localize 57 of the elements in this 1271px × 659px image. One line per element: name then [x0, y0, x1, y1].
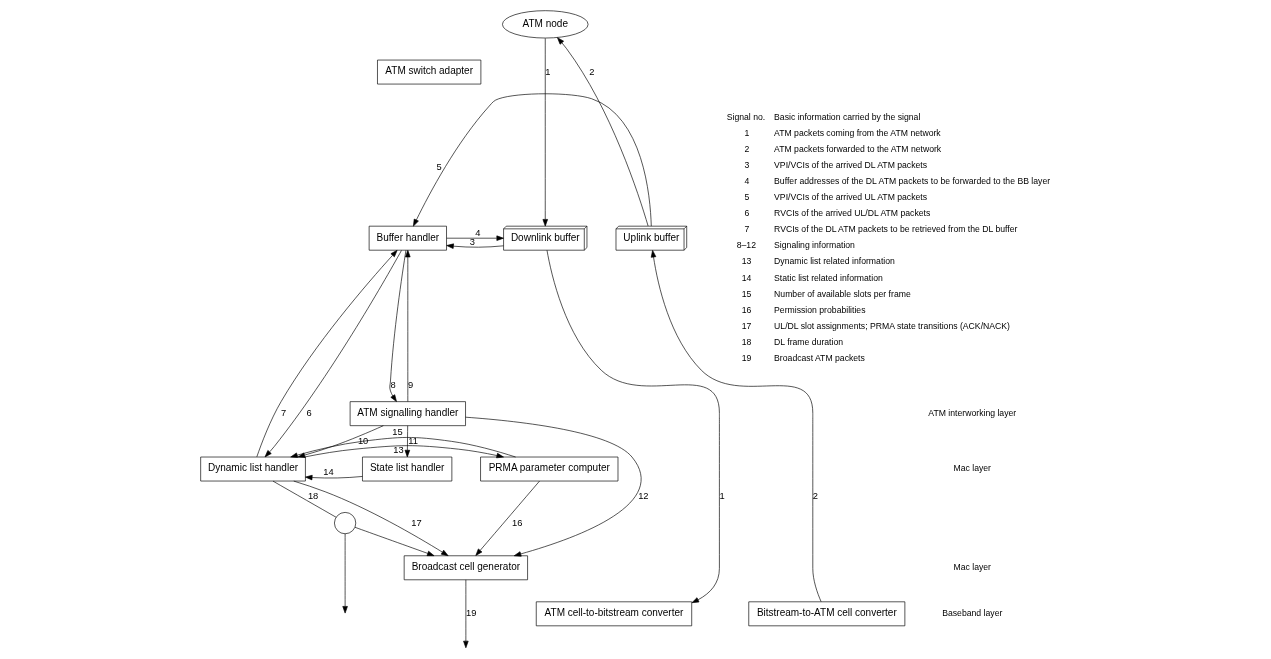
- label: 6: [743, 208, 749, 219]
- edge-label: 2: [588, 66, 595, 77]
- label: 5: [743, 192, 749, 203]
- edge-label: 16: [511, 517, 522, 528]
- edge-label: 18: [307, 491, 318, 502]
- label: 7: [743, 224, 749, 235]
- label: RVCIs of the arrived UL/DL ATM packets: [773, 208, 930, 219]
- edge-label: 10: [357, 435, 368, 446]
- label: Mac layer: [952, 463, 991, 474]
- label: UL/DL slot assignments; PRMA state transitions (ACK/NACK): [773, 320, 1010, 331]
- edge-label: 1: [718, 491, 725, 502]
- label: Basic information carried by the signal: [773, 112, 920, 123]
- label: Broadcast ATM packets: [773, 352, 865, 363]
- label: Signaling information: [773, 240, 855, 251]
- edge-label: 8: [390, 380, 396, 391]
- label: ATM packets coming from the ATM network: [773, 128, 941, 139]
- label: Baseband layer: [941, 608, 1002, 619]
- label: RVCIs of the DL ATM packets to be retrieved from the DL buffer: [773, 224, 1017, 235]
- label: 1: [743, 128, 749, 139]
- label: Number of available slots per frame: [773, 288, 911, 299]
- label: 16: [741, 304, 751, 315]
- edge-label: 5: [436, 162, 442, 173]
- label: Mac layer: [952, 562, 991, 573]
- edge-label: 9: [407, 380, 413, 391]
- edge-label: 6: [305, 408, 312, 419]
- label: Dynamic list related information: [773, 256, 895, 267]
- label: 3: [743, 160, 749, 171]
- edge-label: 13: [392, 445, 404, 456]
- label: VPI/VCIs of the arrived UL ATM packets: [773, 192, 927, 203]
- label: 13: [741, 256, 751, 267]
- label: Permission probabilities: [773, 304, 866, 315]
- label: 2: [743, 144, 749, 155]
- edge-label: 19: [465, 608, 476, 619]
- label: ATM packets forwarded to the ATM network: [773, 144, 941, 155]
- label: 8–12: [736, 240, 756, 251]
- edge-label: 3: [469, 236, 475, 247]
- edge-label: 4: [474, 227, 480, 238]
- label: 14: [741, 272, 751, 283]
- label: 17: [741, 320, 751, 331]
- edge-label: 7: [280, 408, 286, 419]
- edge-label: 14: [322, 467, 334, 478]
- label: 19: [741, 352, 751, 363]
- label: DL frame duration: [773, 336, 843, 347]
- edge-label: 2: [812, 491, 818, 502]
- edge-label: 15: [391, 426, 403, 437]
- label: 4: [743, 176, 749, 187]
- label: Signal no.: [726, 112, 765, 123]
- label: ATM interworking layer: [927, 407, 1016, 418]
- label: VPI/VCIs of the arrived DL ATM packets: [773, 160, 927, 171]
- edge-label: 11: [407, 435, 418, 446]
- edge-label: 12: [637, 491, 649, 502]
- edge-label: 1: [544, 66, 551, 77]
- label: Buffer addresses of the DL ATM packets to be forwarded to the BB layer: [773, 176, 1050, 187]
- label: 18: [741, 336, 751, 347]
- label: Static list related information: [773, 272, 883, 283]
- edge-label: 17: [410, 517, 422, 528]
- label: 15: [741, 288, 751, 299]
